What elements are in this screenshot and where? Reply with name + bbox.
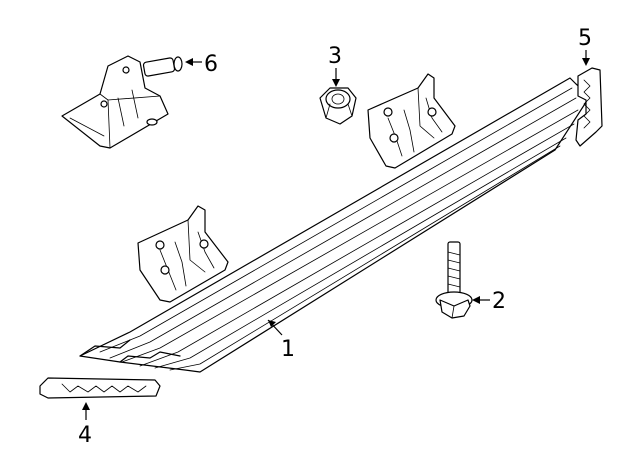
rear-board-bracket xyxy=(367,73,456,169)
running-board-part xyxy=(79,73,591,373)
callout-3-label: 3 xyxy=(328,44,342,69)
nut-part xyxy=(319,68,357,125)
callout-2-label: 2 xyxy=(492,289,506,314)
callout-6-label: 6 xyxy=(204,52,218,77)
callout-1-label: 1 xyxy=(281,337,295,362)
callout-5-label: 5 xyxy=(578,26,592,51)
mounting-bracket-part xyxy=(61,55,202,149)
rear-end-cap-part xyxy=(575,50,603,147)
callout-4-label: 4 xyxy=(78,423,92,448)
front-board-bracket xyxy=(137,205,229,303)
front-end-cap-part xyxy=(39,377,161,420)
bolt-part xyxy=(435,241,490,319)
